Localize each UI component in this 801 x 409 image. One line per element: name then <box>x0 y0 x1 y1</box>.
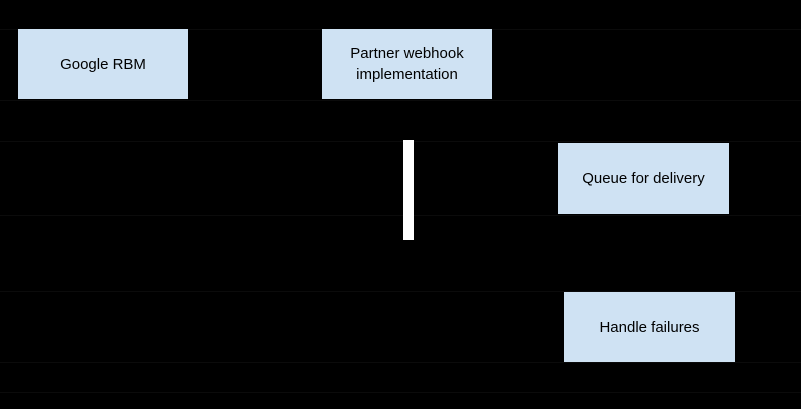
row-separator-line <box>0 215 801 216</box>
row-separator-line <box>0 392 801 393</box>
row-separator-line <box>0 141 801 142</box>
node-handle-label: Handle failures <box>599 318 700 336</box>
lifeline-activation-bar <box>403 140 414 240</box>
node-partner-webhook-label: Partner webhook implementation <box>350 45 464 83</box>
node-google-rbm-label: Google RBM <box>60 55 146 73</box>
row-separator-line <box>0 362 801 363</box>
node-queue-for-delivery: Queue for delivery <box>558 143 729 214</box>
row-separator-line <box>0 100 801 101</box>
node-partner-webhook-implementation: Partner webhook implementation <box>322 29 492 99</box>
node-queue-label: Queue for delivery <box>582 170 705 187</box>
node-google-rbm: Google RBM <box>18 29 188 99</box>
node-handle-failures: Handle failures <box>564 292 735 362</box>
row-separator-line <box>0 291 801 292</box>
